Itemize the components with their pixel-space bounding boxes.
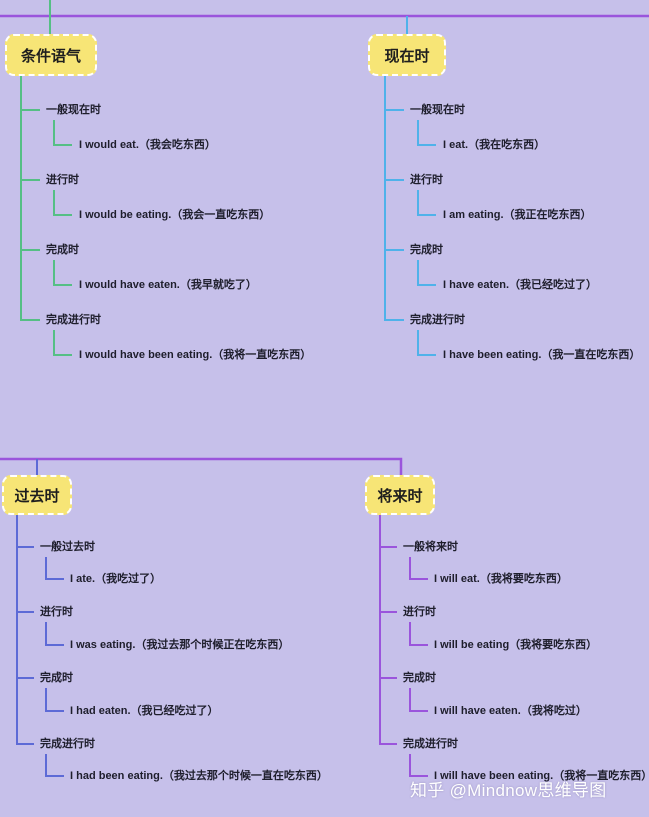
leaf-branch-line [417, 260, 436, 286]
leaf-branch-line [45, 622, 64, 646]
subtopic-progressive[interactable]: 进行时 [403, 606, 436, 618]
example-leaf[interactable]: I would have been eating.（我将一直吃东西） [79, 349, 312, 361]
topic-label: 现在时 [384, 47, 430, 65]
subtopic-perfect-progressive[interactable]: 完成进行时 [410, 314, 465, 326]
leaf-branch-line [417, 120, 436, 146]
subtopic-progressive[interactable]: 进行时 [46, 174, 79, 186]
topic-label: 条件语气 [20, 47, 81, 65]
subtopic-perfect-progressive[interactable]: 完成进行时 [46, 314, 101, 326]
example-leaf[interactable]: I would be eating.（我会一直吃东西） [79, 209, 271, 221]
example-leaf[interactable]: I have eaten.（我已经吃过了） [443, 279, 598, 291]
subtopic-simple[interactable]: 一般现在时 [410, 104, 465, 116]
subtopic-progressive[interactable]: 进行时 [40, 606, 73, 618]
topic-present[interactable]: 现在时 [368, 34, 446, 76]
topic-label: 过去时 [14, 487, 60, 505]
watermark: 知乎 @Mindnow思维导图 [410, 781, 607, 800]
leaf-branch-line [53, 120, 72, 146]
tree-trunk-line [20, 76, 40, 321]
leaf-branch-line [409, 622, 428, 646]
subtopic-perfect[interactable]: 完成时 [40, 672, 73, 684]
example-leaf[interactable]: I will have been eating.（我将一直吃东西） [434, 770, 649, 782]
leaf-branch-line [409, 754, 428, 777]
subtopic-perfect-progressive[interactable]: 完成进行时 [40, 738, 95, 750]
example-leaf[interactable]: I will eat.（我将要吃东西） [434, 573, 568, 585]
subtopic-perfect[interactable]: 完成时 [46, 244, 79, 256]
subtopic-progressive[interactable]: 进行时 [410, 174, 443, 186]
leaf-branch-line [53, 330, 72, 356]
leaf-branch-line [45, 557, 64, 580]
example-leaf[interactable]: I had been eating.（我过去那个时候一直在吃东西） [70, 770, 328, 782]
example-leaf[interactable]: I am eating.（我正在吃东西） [443, 209, 592, 221]
tree-trunk-line [16, 515, 34, 745]
leaf-branch-line [45, 688, 64, 712]
topic-label: 将来时 [377, 487, 423, 505]
subtopic-simple[interactable]: 一般过去时 [40, 541, 95, 553]
example-leaf[interactable]: I ate.（我吃过了） [70, 573, 162, 585]
topic-future[interactable]: 将来时 [365, 475, 435, 515]
leaf-branch-line [53, 190, 72, 216]
example-leaf[interactable]: I will be eating（我将要吃东西） [434, 639, 598, 651]
leaf-branch-line [409, 688, 428, 712]
leaf-branch-line [45, 754, 64, 777]
topic-conditional[interactable]: 条件语气 [5, 34, 97, 76]
tree-trunk-line [379, 515, 397, 745]
leaf-branch-line [417, 330, 436, 356]
example-leaf[interactable]: I had eaten.（我已经吃过了） [70, 705, 219, 717]
subtopic-simple[interactable]: 一般现在时 [46, 104, 101, 116]
leaf-branch-line [417, 190, 436, 216]
leaf-branch-line [409, 557, 428, 580]
example-leaf[interactable]: I would have eaten.（我早就吃了） [79, 279, 257, 291]
subtopic-perfect-progressive[interactable]: 完成进行时 [403, 738, 458, 750]
subtopic-perfect[interactable]: 完成时 [403, 672, 436, 684]
example-leaf[interactable]: I would eat.（我会吃东西） [79, 139, 216, 151]
bottom-spine-line [0, 457, 403, 475]
example-leaf[interactable]: I was eating.（我过去那个时候正在吃东西） [70, 639, 290, 651]
example-leaf[interactable]: I will have eaten.（我将吃过） [434, 705, 587, 717]
subtopic-perfect[interactable]: 完成时 [410, 244, 443, 256]
tree-trunk-line [384, 76, 404, 321]
example-leaf[interactable]: I eat.（我在吃东西） [443, 139, 546, 151]
subtopic-simple[interactable]: 一般将来时 [403, 541, 458, 553]
topic-past[interactable]: 过去时 [2, 475, 72, 515]
example-leaf[interactable]: I have been eating.（我一直在吃东西） [443, 349, 641, 361]
leaf-branch-line [53, 260, 72, 286]
